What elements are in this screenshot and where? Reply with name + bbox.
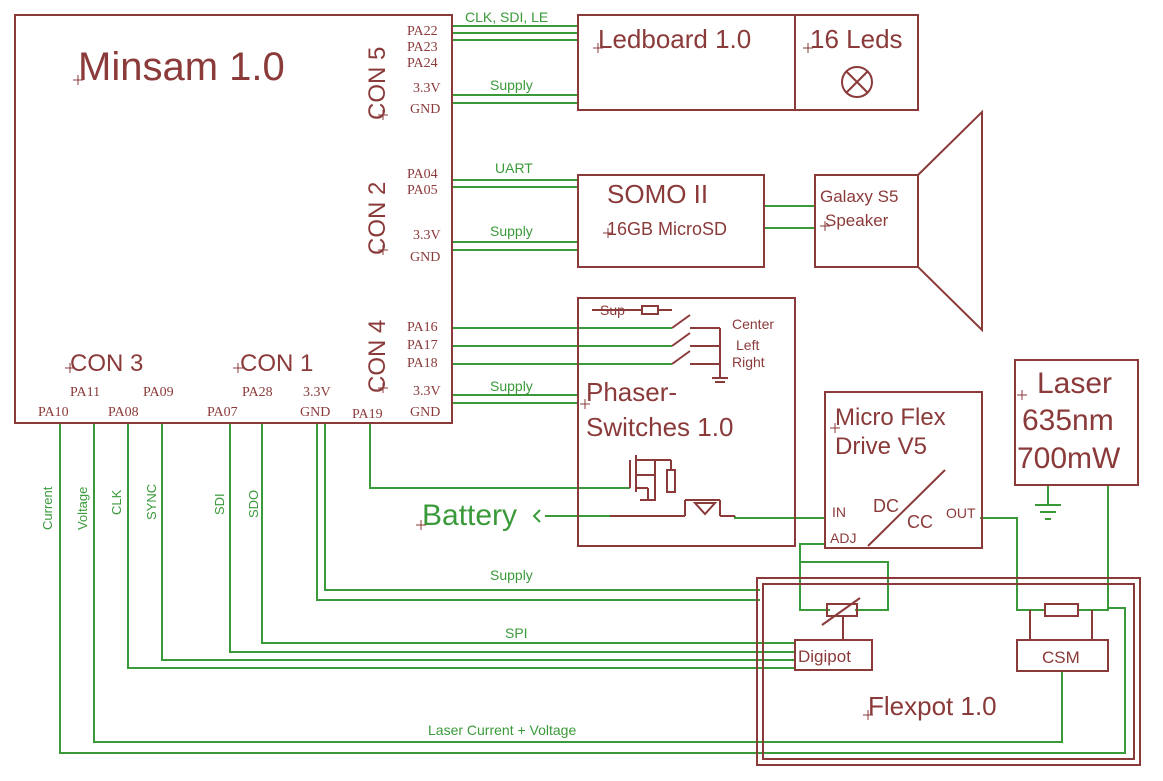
pin-label: PA24: [407, 56, 438, 71]
net-label: Laser Current + Voltage: [428, 722, 576, 738]
pin-label: PA28: [242, 385, 273, 400]
switch-label: Center: [732, 316, 774, 332]
driver-pin-label: CC: [907, 512, 933, 532]
digipot-label: Digipot: [798, 647, 851, 666]
pin-label: PA23: [407, 40, 438, 55]
pin-label: PA17: [407, 338, 438, 353]
ledboard-box: [577, 14, 919, 111]
switch-icons: [592, 305, 728, 383]
pin-label: PA09: [143, 385, 174, 400]
net-label: SDI: [212, 493, 227, 515]
wires: [59, 25, 1126, 754]
switch-label: Sup: [600, 302, 625, 318]
driver-label: Micro Flex: [835, 404, 946, 431]
speaker-cone-icon: [917, 109, 983, 333]
board-title: Minsam 1.0: [78, 45, 285, 89]
pin-label: 3.3V: [413, 81, 441, 96]
net-label: SYNC: [144, 484, 159, 520]
origin-markers: [65, 43, 1027, 720]
pin-label: 3.3V: [413, 384, 441, 399]
speaker-label: Galaxy S5: [820, 187, 898, 206]
laser-label: 700mW: [1017, 442, 1121, 475]
phaser-switches-box: [577, 297, 796, 547]
pin-label: 3.3V: [303, 385, 331, 400]
net-label: Supply: [490, 223, 533, 239]
pin-label: 3.3V: [413, 228, 441, 243]
pin-label: PA16: [407, 320, 438, 335]
switch-label: Right: [732, 354, 765, 370]
laser-label: 635nm: [1022, 404, 1114, 437]
net-label: Supply: [490, 77, 533, 93]
flexpot-box: [756, 577, 1141, 766]
battery-label: Battery: [422, 499, 517, 532]
digipot-box: [794, 639, 873, 671]
pin-label: GND: [300, 405, 330, 420]
net-label: UART: [495, 160, 533, 176]
resistor-icon: [1029, 603, 1093, 640]
pin-label: PA04: [407, 167, 438, 182]
net-label: CLK: [109, 489, 124, 515]
driver-pin-label: ADJ: [830, 530, 856, 546]
somo-box: [577, 174, 765, 268]
net-label: Supply: [490, 378, 533, 394]
connector-label-con5: CON 5: [364, 47, 391, 120]
driver-box: [824, 391, 983, 549]
potentiometer-icon: [821, 597, 861, 640]
net-label: SDO: [246, 490, 261, 518]
pin-label: GND: [410, 250, 440, 265]
mosfet-icon: [629, 455, 676, 501]
net-label: Current: [40, 486, 55, 530]
driver-pin-label: OUT: [946, 505, 976, 521]
somo-subtitle: 16GB MicroSD: [607, 219, 727, 239]
driver-pin-label: IN: [832, 504, 846, 520]
pin-label: PA22: [407, 24, 438, 39]
net-label: Supply: [490, 567, 533, 583]
net-label: SPI: [505, 625, 528, 641]
pin-label: PA19: [352, 407, 383, 422]
phaser-label: Switches 1.0: [586, 412, 733, 442]
pin-label: PA11: [70, 385, 100, 400]
csm-box: [1016, 639, 1109, 672]
main-board: [14, 14, 453, 424]
ledboard-label: Ledboard 1.0: [598, 24, 751, 54]
flexpot-label: Flexpot 1.0: [868, 691, 997, 721]
somo-title: SOMO II: [607, 179, 708, 209]
connector-label-con4: CON 4: [364, 320, 391, 393]
connector-label-con1: CON 1: [240, 350, 313, 377]
net-label: CLK, SDI, LE: [465, 9, 548, 25]
pin-label: PA05: [407, 183, 438, 198]
laser-box: [1014, 359, 1139, 486]
pin-label: PA08: [108, 405, 139, 420]
csm-label: CSM: [1042, 648, 1080, 667]
pin-label: PA10: [38, 405, 69, 420]
speaker-label: Speaker: [825, 211, 889, 230]
driver-label: Drive V5: [835, 433, 927, 460]
pin-label: PA07: [207, 405, 238, 420]
connector-label-con2: CON 2: [364, 182, 391, 255]
driver-pin-label: DC: [873, 496, 899, 516]
net-label: Voltage: [75, 487, 90, 530]
connector-label-con3: CON 3: [70, 350, 143, 377]
laser-label: Laser: [1037, 367, 1112, 400]
pin-label: GND: [410, 405, 440, 420]
led-icon: [841, 66, 873, 98]
diode-icon: [610, 499, 735, 517]
leds-label: 16 Leds: [810, 24, 903, 54]
pin-label: PA18: [407, 356, 438, 371]
phaser-label: Phaser-: [586, 377, 677, 407]
pin-label: GND: [410, 102, 440, 117]
switch-label: Left: [736, 337, 759, 353]
